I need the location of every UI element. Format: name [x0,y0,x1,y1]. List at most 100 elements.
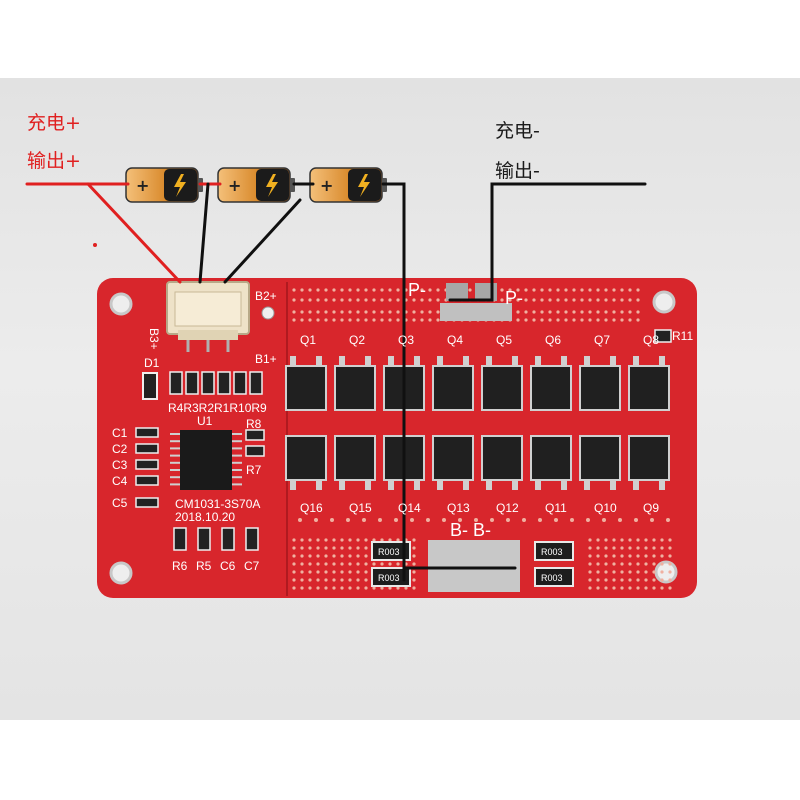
plus-sign-icon: + [136,176,149,195]
mosfet-label: Q3 [398,333,414,347]
mosfet [579,435,621,481]
wire-black-negative [198,182,647,582]
resistor [217,371,231,395]
battery-cells: + + + [125,167,387,203]
output-minus-label: 输出- [495,160,540,182]
shunt-resistor [534,567,574,587]
mosfet [481,365,523,411]
small-part [221,527,235,551]
board-date-label: 2018.10.20 [175,510,235,524]
pad-b2-label: B2+ [255,289,277,303]
diode-d1-label: D1 [144,356,160,370]
resistor-row [169,371,263,395]
mosfet-label: Q8 [643,333,659,347]
output-plus-label: 输出+ [27,150,81,172]
resistor-r8 [245,429,265,441]
shunt-resistor [371,541,411,561]
capacitor [135,459,159,470]
mosfet-label: Q1 [300,333,316,347]
capacitor-label: C2 [112,442,128,456]
small-part [245,527,259,551]
small-part [197,527,211,551]
mosfet [628,365,670,411]
board-model-label: CM1031-3S70A [175,497,260,511]
mounting-holes [109,290,678,585]
lightning-icon [266,174,278,197]
resistor [169,371,183,395]
red-dot [93,243,97,247]
shunt-marking: R003 [541,573,563,583]
shunt-resistor [371,567,411,587]
mosfet-label: Q4 [447,333,463,347]
mosfet [579,365,621,411]
mosfet [432,435,474,481]
b-minus-pad [428,540,520,592]
shunt-marking: R003 [541,547,563,557]
mosfet [530,365,572,411]
capacitor [135,443,159,454]
capacitor [135,497,159,508]
mosfet-label: Q5 [496,333,512,347]
p-minus-pad-1 [446,283,468,301]
p-minus-busbar [440,303,512,321]
diode-d1 [142,372,158,400]
small-part-label: R5 [196,559,212,573]
p-minus-label: P- [408,280,426,300]
mosfet [432,365,474,411]
mosfet-label: Q7 [594,333,610,347]
balance-connector [166,281,250,352]
mosfet [334,435,376,481]
p-minus-pad-2 [475,283,497,301]
mosfet [334,365,376,411]
charge-plus-label: 充电+ [27,112,81,134]
resistor [233,371,247,395]
resistor-r7 [245,445,265,457]
wire-red-positive [25,182,222,284]
mosfet-row-top [285,356,670,411]
b-minus-label: B- B- [450,520,491,540]
capacitor-label: C1 [112,426,128,440]
small-part [173,527,187,551]
resistor [249,371,263,395]
capacitor-label: C4 [112,474,128,488]
mosfet-label: Q10 [594,501,617,515]
resistor-row-label: R4R3R2R1R10R9 [168,401,267,415]
mosfet-label: Q6 [545,333,561,347]
lightning-icon [358,174,370,197]
charge-minus-label: 充电- [495,120,540,142]
mosfet-label: Q9 [643,501,659,515]
mosfet-label: Q13 [447,501,470,515]
resistor [185,371,199,395]
mosfet [285,365,327,411]
mosfet-label: Q16 [300,501,323,515]
p-minus-label-2: P- [505,288,523,308]
mosfet-label: Q12 [496,501,519,515]
shunt-marking: R003 [378,547,400,557]
pad-b1-label: B1+ [255,352,277,366]
shunt-resistor [534,541,574,561]
small-part-label: C7 [244,559,260,573]
ic-u1 [170,430,242,490]
small-part-label: C6 [220,559,236,573]
pad-b3-label: B3+ [147,328,161,350]
capacitor-label: C5 [112,496,128,510]
capacitor [135,475,159,486]
resistor-r11 [654,329,672,343]
lightning-icon [174,174,186,197]
capacitor [135,427,159,438]
shunt-marking: R003 [378,573,400,583]
mosfet [530,435,572,481]
battery-cell-icon: + [309,167,387,203]
ic-u1-label: U1 [197,414,213,428]
r11-label: R11 [672,329,693,343]
mosfet [285,435,327,481]
mosfet-label: Q15 [349,501,372,515]
mosfet-label: Q14 [398,501,421,515]
capacitor-label: C3 [112,458,128,472]
battery-cell-icon: + [217,167,295,203]
battery-cell-icon: + [125,167,203,203]
mosfet [481,435,523,481]
